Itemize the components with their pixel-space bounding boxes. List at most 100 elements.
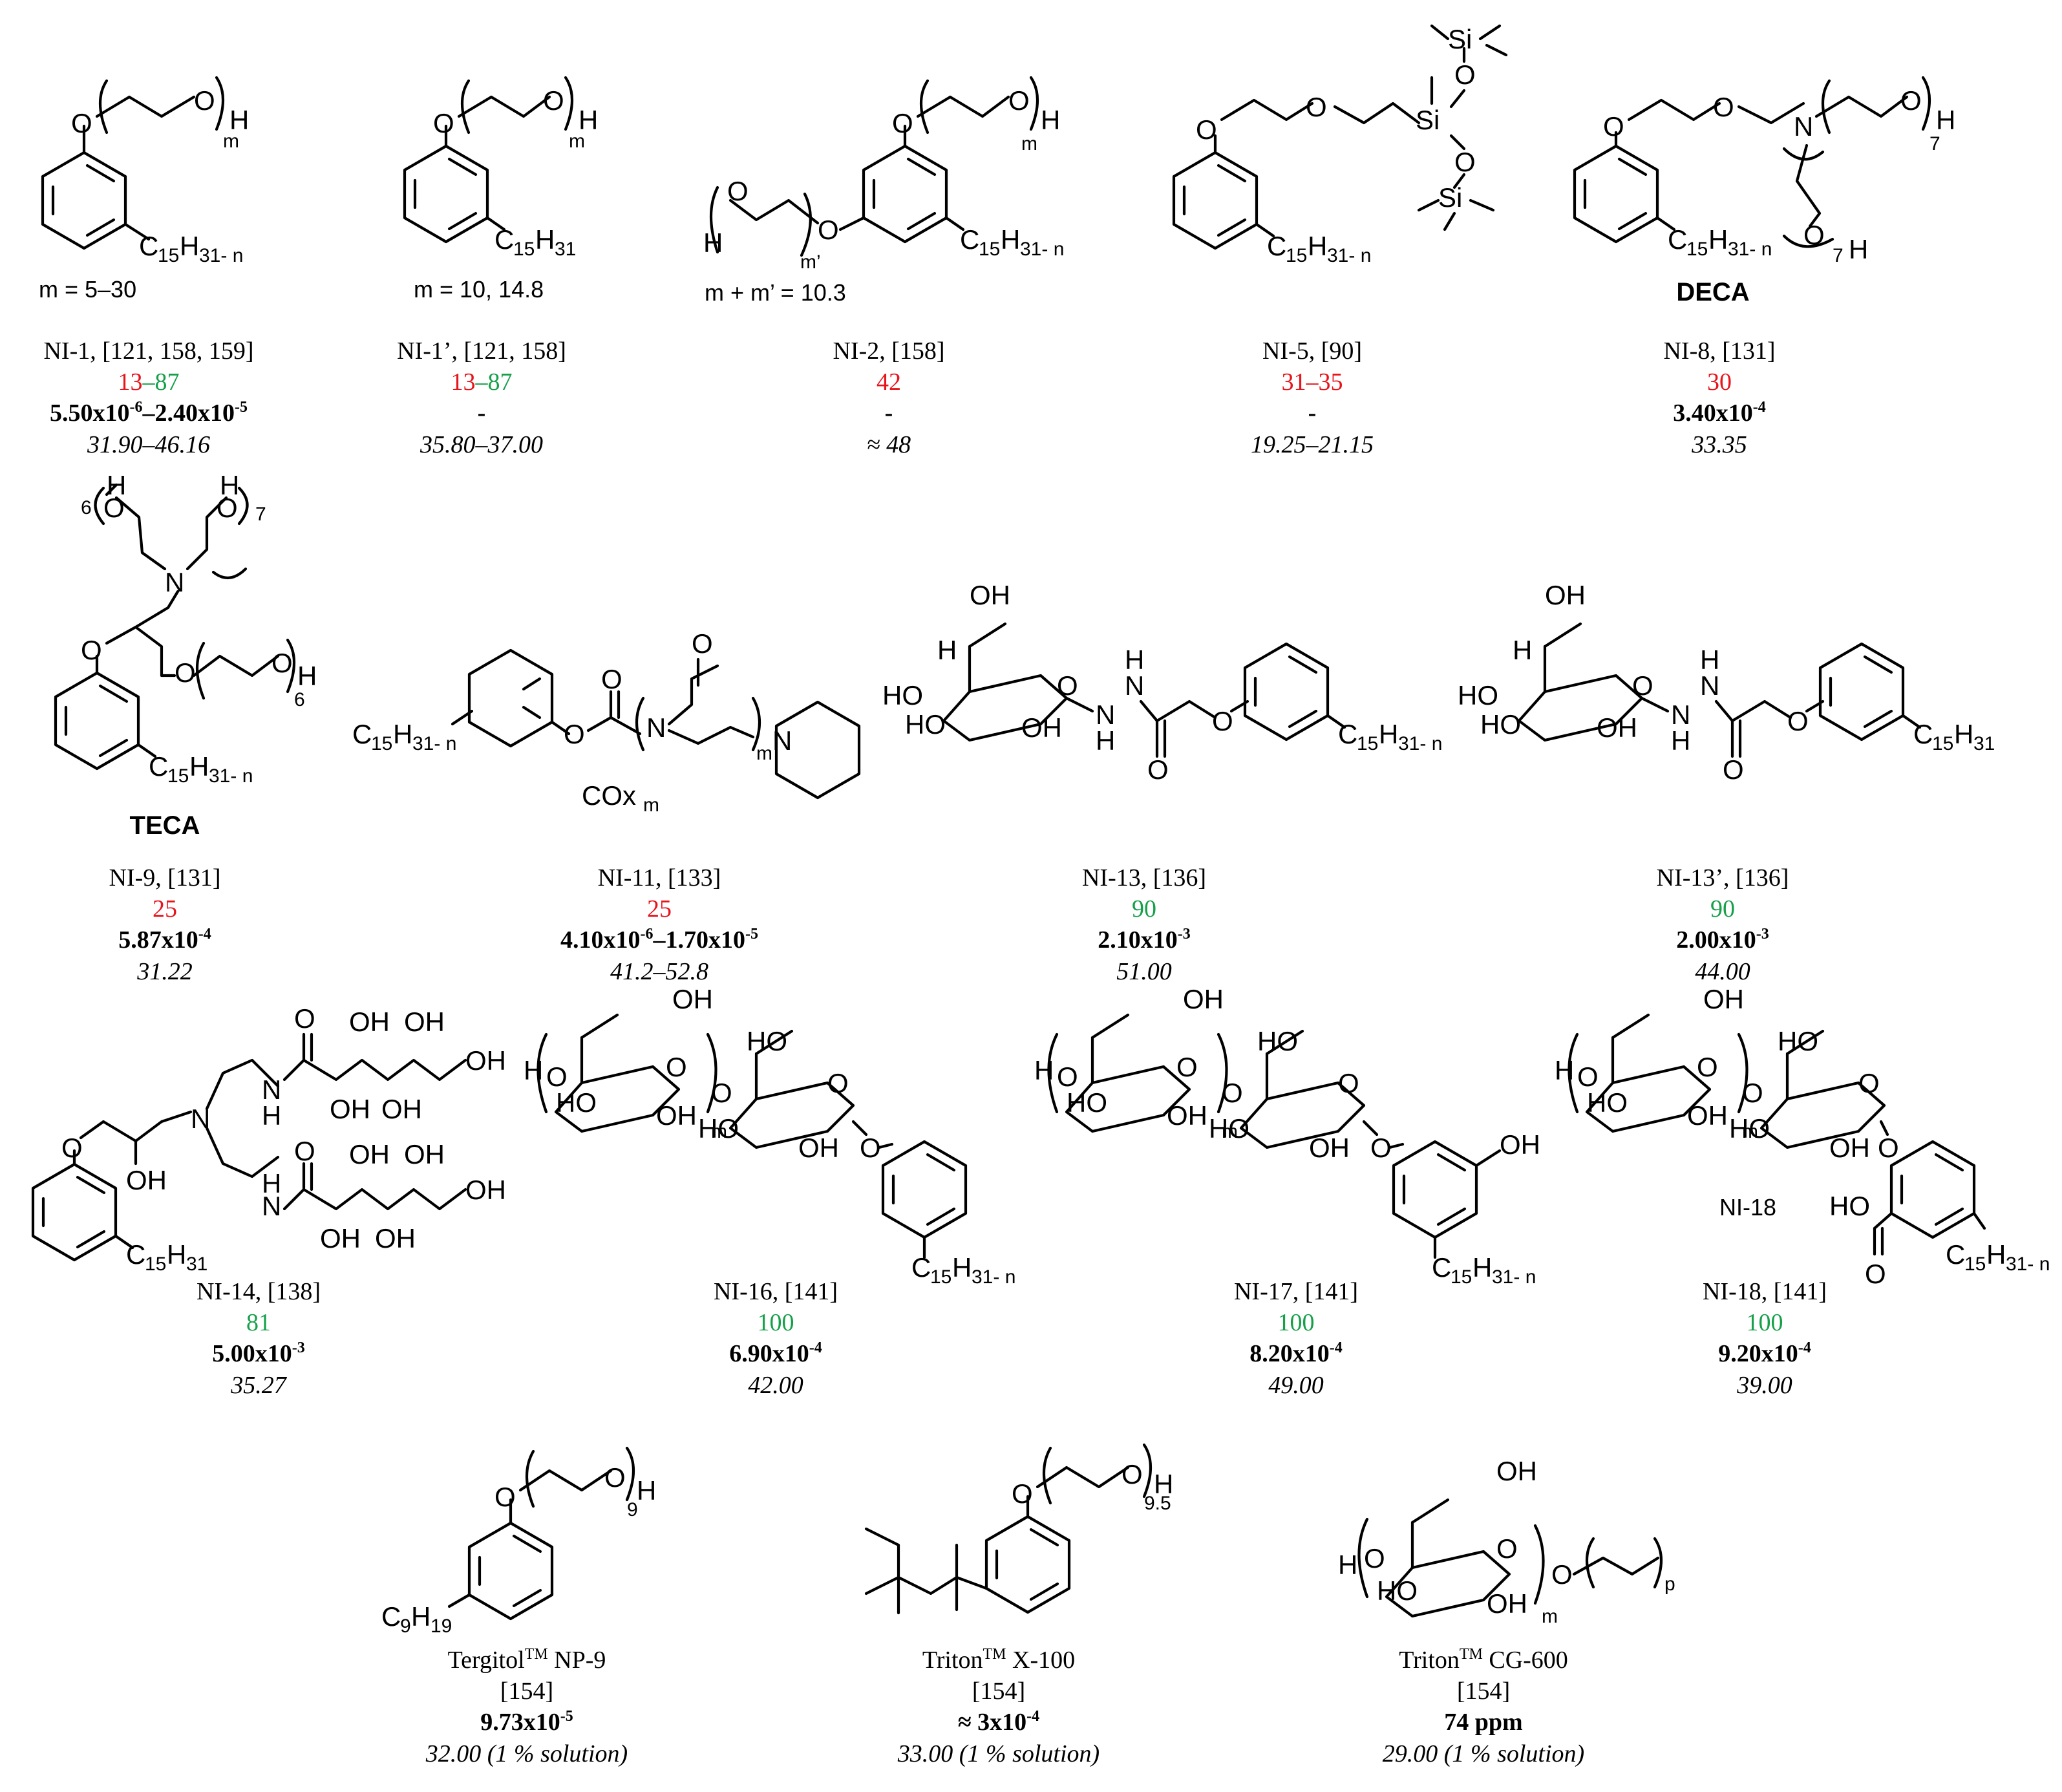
svg-text:NI-8, [131]: NI-8, [131] [1663,337,1775,365]
tergitol-data: TergitolTM NP-9 [154] 9.73x10-5 32.00 (1… [425,1646,628,1767]
svg-text:O: O [1176,1052,1198,1082]
svg-text:90: 90 [1132,895,1156,923]
svg-text:OH: OH [1487,1588,1527,1619]
svg-text:HO: HO [1778,1026,1818,1056]
svg-text:O: O [1121,1459,1143,1489]
ni17-data: NI-17, [141] 100 8.20x10-4 49.00 [1234,1278,1358,1399]
svg-text:NI-14, [138]: NI-14, [138] [197,1278,321,1305]
svg-text:OH: OH [349,1139,390,1169]
svg-text:6: 6 [294,689,305,710]
svg-text:O: O [433,108,454,138]
svg-text:6.90x10-4: 6.90x10-4 [729,1339,822,1367]
svg-text:H: H [952,1252,972,1283]
svg-text:6: 6 [81,497,92,518]
svg-text:15: 15 [979,239,1000,260]
svg-text:C: C [1267,231,1286,261]
svg-text:O: O [1222,1078,1243,1108]
svg-text:O: O [1454,59,1476,90]
ni18-data: NI-18, [141] 100 9.20x10-4 39.00 [1703,1278,1827,1399]
svg-text:O: O [175,657,196,688]
svg-text:H: H [1513,635,1532,665]
svg-text:H: H [1125,645,1144,675]
tritoncg-data: TritonTM CG-600 [154] 74 ppm 29.00 (1 % … [1383,1646,1584,1767]
svg-text:OH: OH [465,1175,506,1205]
svg-text:OH: OH [320,1223,361,1253]
svg-text:O: O [1577,1061,1599,1092]
deca-label: DECA [1676,278,1749,306]
svg-text:O: O [727,176,749,206]
svg-text:[154]: [154] [500,1678,553,1705]
svg-text:31- n: 31- n [1492,1266,1536,1288]
svg-text:O: O [860,1133,881,1163]
svg-text:NI-11, [133]: NI-11, [133] [598,864,721,891]
svg-text:31- n: 31- n [209,765,253,787]
svg-text:OH: OH [349,1007,390,1037]
ni1-data: NI-1, [121, 158, 159] 13–87 5.50x10-6–2.… [43,337,253,458]
svg-text:H: H [1034,1055,1054,1085]
structure-ni-14: O OH N N H O OH OH OH OH OH N H O OH OH … [33,1003,506,1275]
svg-text:31- n: 31- n [1398,733,1442,754]
ni2-note: m + m’ = 10.3 [705,279,846,306]
svg-text:H: H [167,1239,186,1270]
svg-text:NI-13’, [136]: NI-13’, [136] [1657,864,1789,891]
svg-text:OH: OH [1500,1129,1540,1160]
svg-text:8.20x10-4: 8.20x10-4 [1249,1339,1343,1367]
svg-text:OH: OH [1183,984,1224,1014]
atom-h: H [229,105,249,135]
svg-text:O: O [1723,754,1744,785]
svg-text:OH: OH [1021,712,1062,743]
svg-text:41.2–52.8: 41.2–52.8 [610,958,708,985]
svg-text:TritonTM X-100: TritonTM X-100 [922,1646,1075,1674]
svg-text:H: H [937,635,957,665]
svg-text:OH: OH [1703,984,1744,1014]
svg-text:9: 9 [627,1499,638,1520]
svg-text:OH: OH [1597,712,1637,743]
svg-text:O: O [818,215,839,245]
svg-text:NI-18, [141]: NI-18, [141] [1703,1278,1827,1305]
svg-text:O: O [81,635,102,665]
svg-text:m: m [1542,1606,1558,1627]
svg-text:O: O [711,1078,732,1108]
svg-text:O: O [1858,1068,1880,1098]
svg-text:N: N [646,712,666,743]
svg-text:H: H [703,228,723,258]
svg-text:O: O [1900,85,1922,116]
svg-text:[154]: [154] [972,1678,1025,1705]
svg-text:O: O [103,493,125,523]
svg-text:49.00: 49.00 [1268,1372,1324,1399]
svg-text:OH: OH [1687,1100,1728,1131]
svg-text:O: O [564,719,585,749]
svg-text:O: O [1338,1068,1359,1098]
ni1p-data: NI-1’, [121, 158] 13–87 - 35.80–37.00 [397,337,566,458]
svg-text:HO: HO [1209,1113,1249,1144]
ni5-data: NI-5, [90] 31–35 - 19.25–21.15 [1251,337,1374,458]
svg-text:HO: HO [882,680,923,710]
svg-text:31- n: 31- n [2006,1253,2050,1275]
svg-text:HO: HO [556,1087,597,1118]
svg-text:H: H [1671,725,1690,756]
svg-text:HO: HO [1480,709,1521,740]
svg-text:42.00: 42.00 [748,1372,803,1399]
svg-text:H: H [1849,234,1868,264]
svg-text:32.00 (1 % solution): 32.00 (1 % solution) [425,1740,628,1767]
svg-text:H: H [1986,1239,2006,1270]
svg-text:H: H [1041,105,1060,135]
svg-text:NI-1’, [121, 158]: NI-1’, [121, 158] [397,337,566,365]
svg-text:31- n: 31- n [1020,239,1064,260]
svg-text:OH: OH [656,1100,697,1131]
svg-text:H: H [535,224,555,255]
svg-text:39.00: 39.00 [1736,1372,1792,1399]
svg-text:OH: OH [404,1007,445,1037]
svg-text:15: 15 [1357,733,1378,754]
svg-text:COx: COx [582,780,636,811]
svg-text:15: 15 [1686,239,1708,260]
svg-text:HO: HO [1587,1087,1628,1118]
svg-text:OH: OH [381,1094,422,1124]
svg-text:NI-13, [136]: NI-13, [136] [1082,864,1206,891]
ni1p-note: m = 10, 14.8 [414,276,544,303]
svg-text:31- n: 31- n [412,733,456,754]
